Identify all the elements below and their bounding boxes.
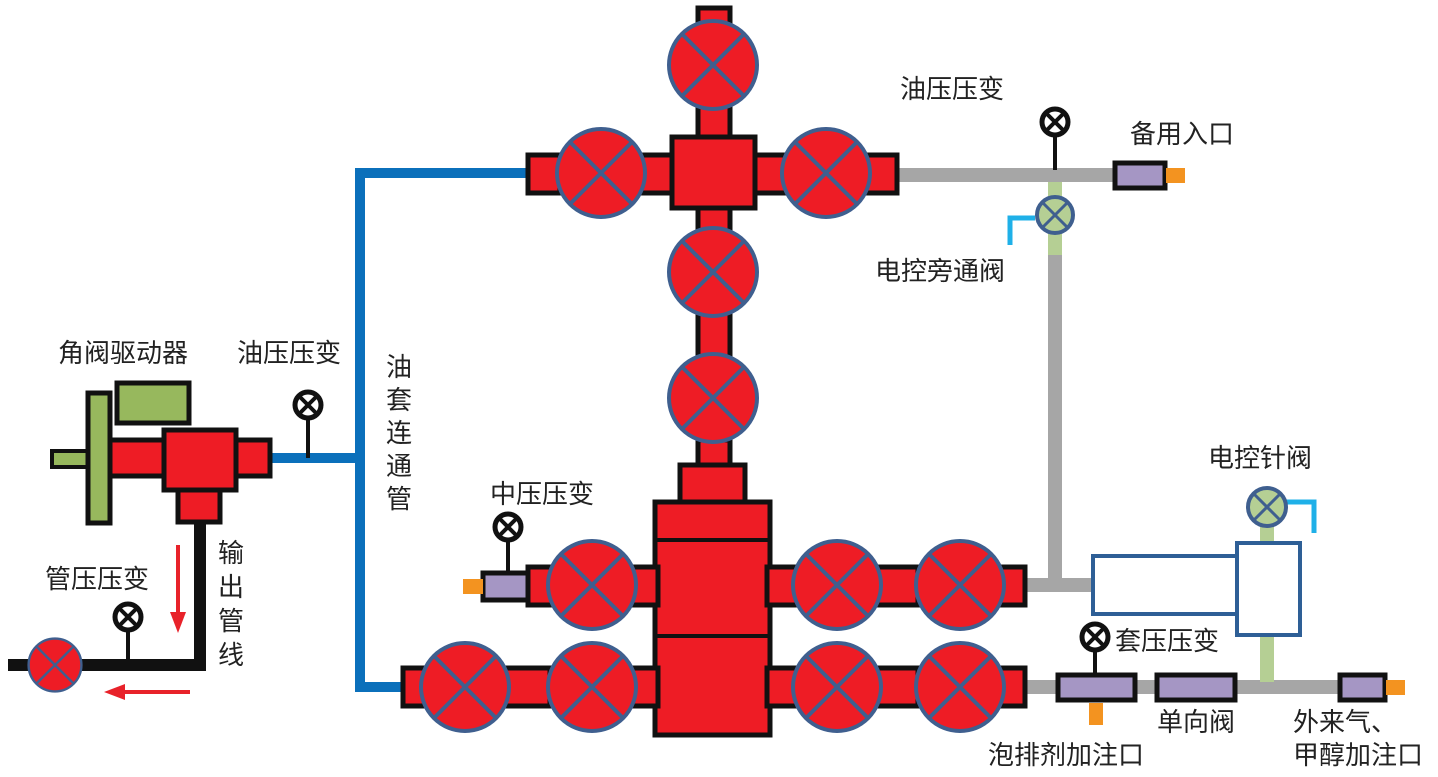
label-check-valve: 单向阀: [1157, 708, 1235, 738]
valve-mid-left: [546, 539, 638, 631]
pressure-gauges: [115, 109, 1108, 676]
label-line-pressure: 管压压变: [45, 565, 149, 595]
label-tubing-casing-pipe: 油 套 连 通 管: [386, 353, 412, 515]
label-output-line: 输 出 管 线: [218, 539, 244, 671]
valve-bottom-right-1: [791, 641, 883, 733]
valve-bottom-right-2: [914, 641, 1006, 733]
valve-wing-right: [780, 127, 872, 219]
label-oil-pressure-top: 油压压变: [900, 75, 1004, 105]
angle-valve-assembly: [50, 380, 273, 526]
label-oil-pressure-left: 油压压变: [237, 339, 341, 369]
label-char: 管: [218, 607, 244, 637]
blue-connecting-pipe: [268, 168, 528, 692]
valve-top: [667, 19, 759, 111]
label-spare-inlet: 备用入口: [1130, 120, 1234, 150]
valve-mid-right-2: [914, 539, 1006, 631]
needle-valve[interactable]: [1246, 486, 1317, 533]
check-valve: [1154, 672, 1238, 703]
label-foam-inlet: 泡排剂加注口: [988, 741, 1144, 771]
valve-bottom-left-1: [419, 641, 511, 733]
label-methanol-inlet: 甲醇加注口: [1293, 741, 1423, 771]
label-char: 管: [386, 485, 412, 515]
separator-unit: [1091, 541, 1302, 637]
label-mid-pressure: 中压压变: [490, 480, 594, 510]
label-bypass-valve: 电控旁通阀: [875, 257, 1005, 287]
label-casing-pressure: 套压压变: [1115, 627, 1219, 657]
valve-upper-master: [667, 226, 759, 318]
label-angle-valve-actuator: 角阀驱动器: [58, 339, 188, 369]
flow-arrows: [104, 545, 190, 700]
label-char: 套: [386, 386, 412, 416]
fittings: [463, 160, 1405, 725]
label-needle-valve: 电控针阀: [1208, 444, 1312, 474]
label-char: 线: [218, 641, 244, 671]
label-char: 输: [218, 539, 244, 569]
valve-mid-right-1: [791, 539, 883, 631]
label-char: 通: [386, 452, 412, 482]
valve-lower-master: [667, 352, 759, 444]
label-char: 油: [386, 353, 412, 383]
label-external-gas: 外来气、: [1293, 708, 1397, 738]
bypass-valve[interactable]: [1007, 195, 1075, 245]
label-char: 连: [386, 419, 412, 449]
output-valve[interactable]: [27, 637, 83, 693]
valve-wing-left: [555, 127, 647, 219]
valve-bottom-left-2: [546, 641, 638, 733]
label-char: 出: [218, 573, 244, 603]
